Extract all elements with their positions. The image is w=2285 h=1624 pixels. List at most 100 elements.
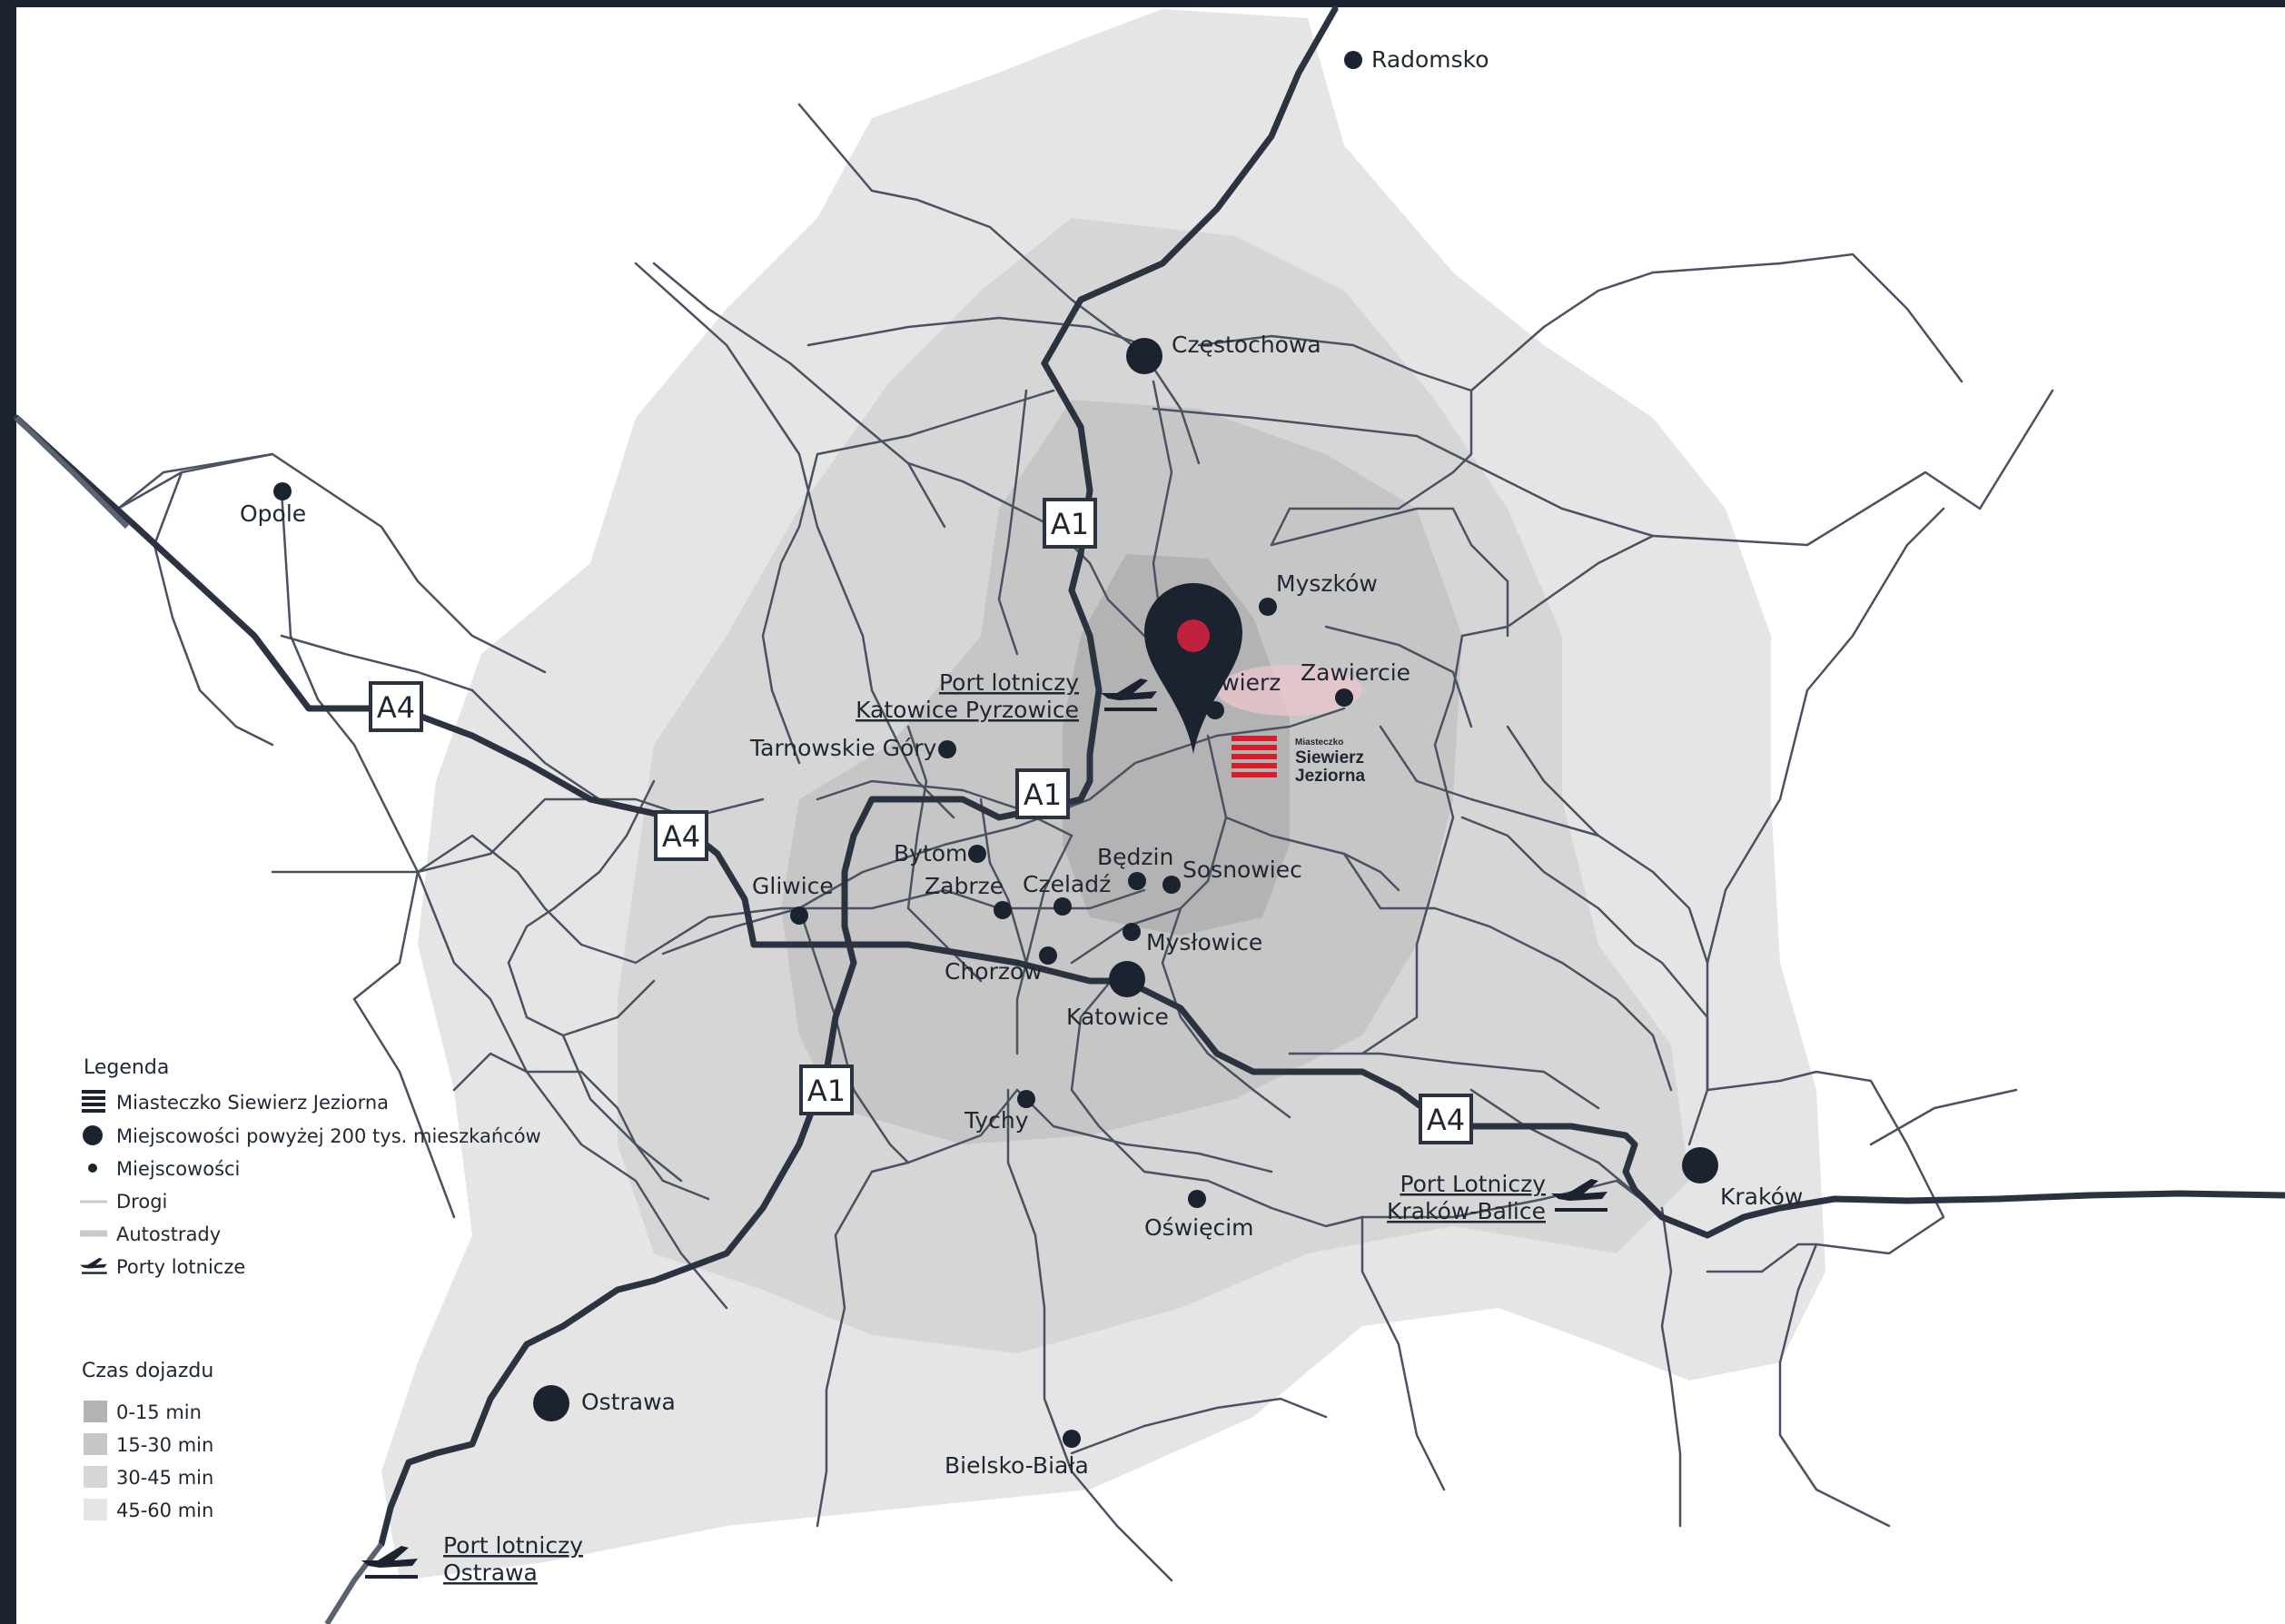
road — [1506, 725, 1709, 965]
shield-a4-west-border — [369, 681, 423, 732]
label-zabrze: Zabrze — [925, 873, 1004, 899]
legend-item-motorway: Autostrady — [116, 1223, 221, 1245]
label-radomsko: Radomsko — [1371, 46, 1489, 73]
label-tarnowskie-gory: Tarnowskie Góry — [749, 735, 937, 761]
shield-a4-east: A4 — [1419, 1094, 1473, 1144]
plane-icon — [1551, 1179, 1607, 1212]
location-pin-icon[interactable] — [1144, 583, 1242, 754]
marker-sosnowiec[interactable] — [1162, 876, 1181, 894]
airports: Port lotniczy Katowice Pyrzowice Port Lo… — [361, 669, 1607, 1586]
motorway-border-west — [14, 415, 130, 530]
road — [1660, 1206, 1682, 1528]
marker-radomsko[interactable] — [1344, 51, 1362, 69]
label-opole: Opole — [240, 500, 306, 527]
legend-travel-0-15: 0-15 min — [116, 1401, 202, 1423]
legend-travel-title: Czas dojazdu — [82, 1360, 213, 1382]
marker-bytom[interactable] — [968, 845, 986, 863]
marker-chorzow[interactable] — [1039, 946, 1057, 965]
marker-gliwice[interactable] — [790, 906, 808, 925]
roads — [116, 103, 2054, 1582]
road — [280, 489, 420, 1001]
road — [1706, 1243, 1818, 1273]
shield-a4-west: A4 — [369, 681, 423, 732]
shield-a4-gliwice: A4 — [654, 810, 708, 861]
marker-tychy[interactable] — [1017, 1090, 1035, 1108]
label-czestochowa: Częstochowa — [1172, 332, 1321, 358]
road — [507, 779, 656, 965]
marker-opole[interactable] — [273, 482, 292, 500]
road — [1070, 1397, 1328, 1455]
road — [1070, 734, 1228, 965]
airport-ostrawa-name: Port lotniczy — [443, 1532, 583, 1559]
label-chorzow: Chorzów — [945, 958, 1043, 985]
marker-zabrze[interactable] — [994, 901, 1012, 919]
shield-a4-east-label: A4 — [1427, 1103, 1465, 1137]
label-oswiecim: Oświęcim — [1144, 1214, 1254, 1241]
shield-a1-north-label: A1 — [1051, 507, 1089, 541]
airport-krakow-name: Port Lotniczy — [1400, 1171, 1546, 1197]
marker-myszkow[interactable] — [1259, 598, 1277, 616]
legend-item-brand: Miasteczko Siewierz Jeziorna — [116, 1092, 389, 1114]
airport-katowice-name-2: Katowice Pyrzowice — [856, 697, 1079, 723]
legend-item-large-city: Miejscowości powyżej 200 tys. mieszkańcó… — [116, 1125, 541, 1147]
label-krakow: Kraków — [1720, 1183, 1803, 1210]
road — [1869, 1088, 2018, 1146]
road — [797, 103, 1201, 465]
motorway-border-south — [324, 1542, 384, 1624]
label-bytom: Bytom — [894, 840, 967, 866]
shield-a1-south-border — [799, 1065, 854, 1115]
plane-icon — [361, 1546, 418, 1579]
travel-zones — [381, 9, 1825, 1580]
legend-zone-0-15 — [84, 1401, 107, 1422]
airport-ostrawa[interactable]: Port lotniczy Ostrawa — [361, 1532, 583, 1586]
marker-bielsko-biala[interactable] — [1063, 1430, 1081, 1448]
marker-czeladz[interactable] — [1053, 897, 1072, 916]
road — [1152, 407, 1655, 538]
legend-item-airport: Porty lotnicze — [116, 1256, 245, 1278]
label-bielsko-biala: Bielsko-Biała — [945, 1452, 1089, 1479]
road — [1379, 725, 1600, 837]
road — [634, 262, 955, 819]
marker-myslowice[interactable] — [1123, 923, 1141, 941]
marker-zawiercie[interactable] — [1335, 688, 1353, 707]
road — [1651, 253, 1964, 383]
legend-large-city-icon — [83, 1125, 103, 1145]
airport-katowice-name: Port lotniczy — [939, 669, 1079, 696]
marker-katowice[interactable] — [1109, 961, 1145, 997]
shield-a1-north-border — [1043, 498, 1097, 549]
marker-bedzin[interactable] — [1128, 872, 1146, 890]
airport-katowice[interactable]: Port lotniczy Katowice Pyrzowice — [856, 669, 1157, 723]
marker-ostrawa[interactable] — [533, 1385, 569, 1421]
brand-line1: Siewierz — [1295, 748, 1364, 767]
road — [997, 389, 1028, 656]
label-ostrawa: Ostrawa — [581, 1389, 676, 1415]
road — [1288, 1052, 1600, 1110]
road — [1360, 534, 1655, 1055]
road — [634, 1143, 710, 1201]
label-czeladz: Czeladź — [1023, 871, 1111, 897]
road — [116, 452, 274, 510]
highway-shields: A1 A1 A1 A4 A4 A4 — [369, 498, 1473, 1144]
marker-krakow[interactable] — [1682, 1147, 1718, 1183]
marker-oswiecim[interactable] — [1188, 1190, 1206, 1208]
shield-a4-west-label: A4 — [377, 690, 415, 725]
legend-brand-icon — [82, 1090, 105, 1113]
road — [1469, 1088, 1655, 1210]
shield-a1-south-label: A1 — [807, 1074, 846, 1108]
marker-tarnowskie-gory[interactable] — [938, 740, 956, 758]
marker-czestochowa[interactable] — [1126, 338, 1162, 374]
legend: Legenda Miasteczko Siewierz Jeziorna Mie… — [80, 1056, 541, 1521]
legend-plane-icon — [80, 1257, 107, 1274]
legend-zone-15-30 — [84, 1433, 107, 1455]
label-tychy: Tychy — [964, 1107, 1029, 1134]
road — [1270, 271, 1655, 547]
legend-travel-30-45: 30-45 min — [116, 1467, 213, 1489]
airport-krakow[interactable]: Port Lotniczy Kraków-Balice — [1387, 1171, 1607, 1224]
shield-a1-center-border — [1015, 768, 1070, 819]
legend-travel-45-60: 45-60 min — [116, 1500, 213, 1521]
shield-a4-east-border — [1419, 1094, 1473, 1144]
road — [561, 1034, 683, 1183]
road — [470, 688, 601, 801]
road — [1006, 1088, 1173, 1582]
